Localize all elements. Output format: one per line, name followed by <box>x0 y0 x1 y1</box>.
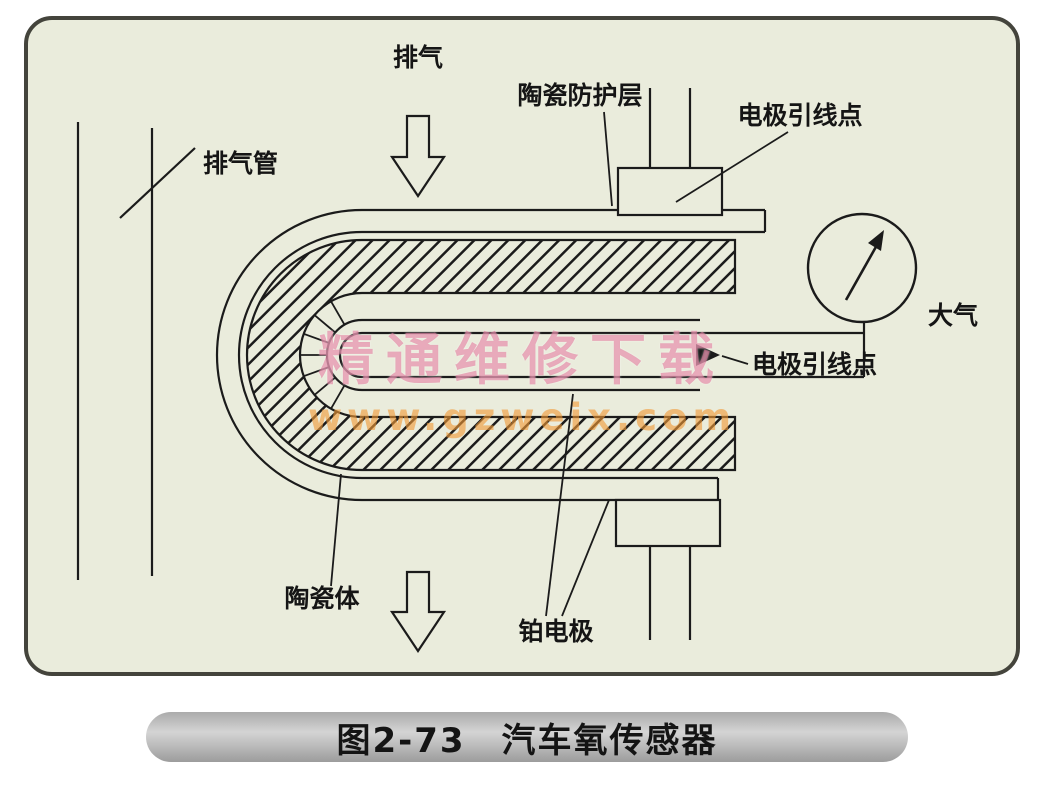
inner-cap-hatch-line <box>303 332 330 344</box>
top-electrode-block <box>616 166 724 217</box>
label-atmosphere: 大气 <box>928 301 978 330</box>
platinum-electrode-leader-line-2 <box>561 499 610 617</box>
inner-cap-hatch-line <box>313 314 336 334</box>
inner-cap-hatch-line <box>330 300 346 326</box>
sensing-element-inner <box>338 331 700 379</box>
inner-cap-hatch-line <box>330 384 346 410</box>
oxygen-sensor-diagram: 排气 排气管 陶瓷防护层 电极引线点 大气 电极引线点 陶瓷体 铂电极 <box>76 43 978 653</box>
ceramic-body-hatched <box>245 238 737 472</box>
sensing-element-outer <box>325 318 700 392</box>
label-ceramic-protective-layer: 陶瓷防护层 <box>517 81 642 110</box>
gauge-needle <box>844 244 879 301</box>
label-exhaust-pipe: 排气管 <box>203 149 278 178</box>
bottom-electrode-block <box>614 498 722 548</box>
platinum-electrode-leader-line-1 <box>545 393 574 617</box>
gauge-circle <box>806 212 918 324</box>
ceramic-body-leader-line <box>330 473 342 587</box>
shell-outer-line <box>215 208 765 502</box>
inner-cap-hatch-line <box>303 366 330 378</box>
bottom-electrode <box>614 498 722 640</box>
label-ceramic-body: 陶瓷体 <box>284 584 360 613</box>
figure-caption-bar: 图2-73 汽车氧传感器 <box>146 712 908 762</box>
inner-cap-hatch <box>300 300 346 410</box>
shell-inner-line <box>237 230 765 480</box>
voltmeter-gauge <box>806 212 918 324</box>
label-platinum-electrode: 铂电极 <box>518 617 593 646</box>
label-electrode-lead-point-middle: 电极引线点 <box>752 350 877 379</box>
electrode-terminal-triangle <box>696 344 720 366</box>
exhaust-pipe <box>76 122 196 580</box>
label-electrode-lead-point-top: 电极引线点 <box>737 101 862 130</box>
top-electrode <box>616 88 724 217</box>
label-exhaust: 排气 <box>393 43 443 72</box>
sensing-element <box>325 318 700 392</box>
electrode-top-leader-line <box>675 131 789 203</box>
leader-lines <box>330 111 789 617</box>
exhaust-arrow-bottom <box>389 570 447 653</box>
air-channel <box>700 322 866 379</box>
exhaust-pipe-leader-line <box>119 147 196 219</box>
inner-cap-hatch-line <box>313 376 336 396</box>
exhaust-arrow-top <box>389 114 447 198</box>
gauge-needle-arrowhead <box>868 230 884 251</box>
figure-caption: 图2-73 汽车氧传感器 <box>336 720 718 761</box>
exhaust-flow <box>389 114 447 653</box>
electrode-middle-leader-line <box>721 355 749 365</box>
ceramic-layer-leader-line <box>603 111 613 207</box>
diagram-panel: 排气 排气管 陶瓷防护层 电极引线点 大气 电极引线点 陶瓷体 铂电极 精通维修… <box>24 16 1020 676</box>
protective-shell <box>215 208 767 502</box>
